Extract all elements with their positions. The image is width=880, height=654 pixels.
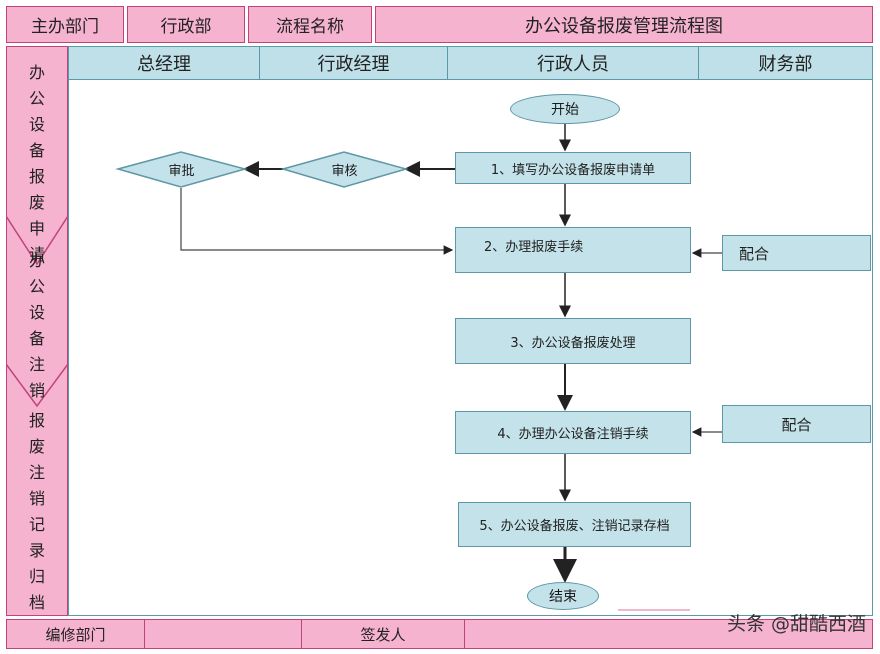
- header-dept-label: 主办部门: [6, 6, 124, 43]
- review-label: 审核: [331, 163, 358, 179]
- role-finance: 财务部: [698, 46, 873, 80]
- footer-editor-label: 编修部门: [6, 619, 145, 649]
- diagram-area: [68, 80, 873, 616]
- end-node: 结束: [527, 582, 599, 610]
- footer-editor-value: [144, 619, 302, 649]
- phase-column: [6, 46, 68, 616]
- phase-divider-1: [6, 215, 68, 266]
- approve-diamond: [115, 151, 248, 188]
- step4-box: 4、办理办公设备注销手续: [455, 411, 691, 454]
- arrow-approve-step2: [180, 188, 454, 255]
- phase-2-label: 办公设备注销: [28, 251, 45, 400]
- footer-issuer-value: [464, 619, 873, 649]
- phase-3-label: 报废注销记录归档: [28, 411, 45, 612]
- step3-box: 3、办公设备报废处理: [455, 318, 691, 364]
- start-node: 开始: [510, 94, 620, 124]
- header-dept-value: 行政部: [127, 6, 245, 43]
- phase-1-label: 办公设备报废申请: [28, 63, 45, 264]
- step1-box: 1、填写办公设备报废申请单: [455, 152, 691, 184]
- phase-divider-2: [6, 363, 68, 408]
- review-diamond: [280, 151, 409, 188]
- footer-issuer-label: 签发人: [301, 619, 465, 649]
- watermark: 头条 @甜酷西酒: [726, 613, 866, 635]
- phase-dividers: [6, 215, 68, 408]
- role-general-manager: 总经理: [68, 46, 260, 80]
- role-admin-staff: 行政人员: [447, 46, 699, 80]
- role-admin-manager: 行政经理: [259, 46, 448, 80]
- approve-label: 审批: [168, 163, 195, 179]
- header-process-label: 流程名称: [248, 6, 372, 43]
- cooperate2-box: 配合: [722, 405, 871, 443]
- step2-box: 2、办理报废手续: [455, 227, 691, 273]
- cooperate1-box: 配合: [722, 235, 871, 271]
- step5-box: 5、办公设备报废、注销记录存档: [458, 502, 691, 547]
- process-title: 办公设备报废管理流程图: [375, 6, 873, 43]
